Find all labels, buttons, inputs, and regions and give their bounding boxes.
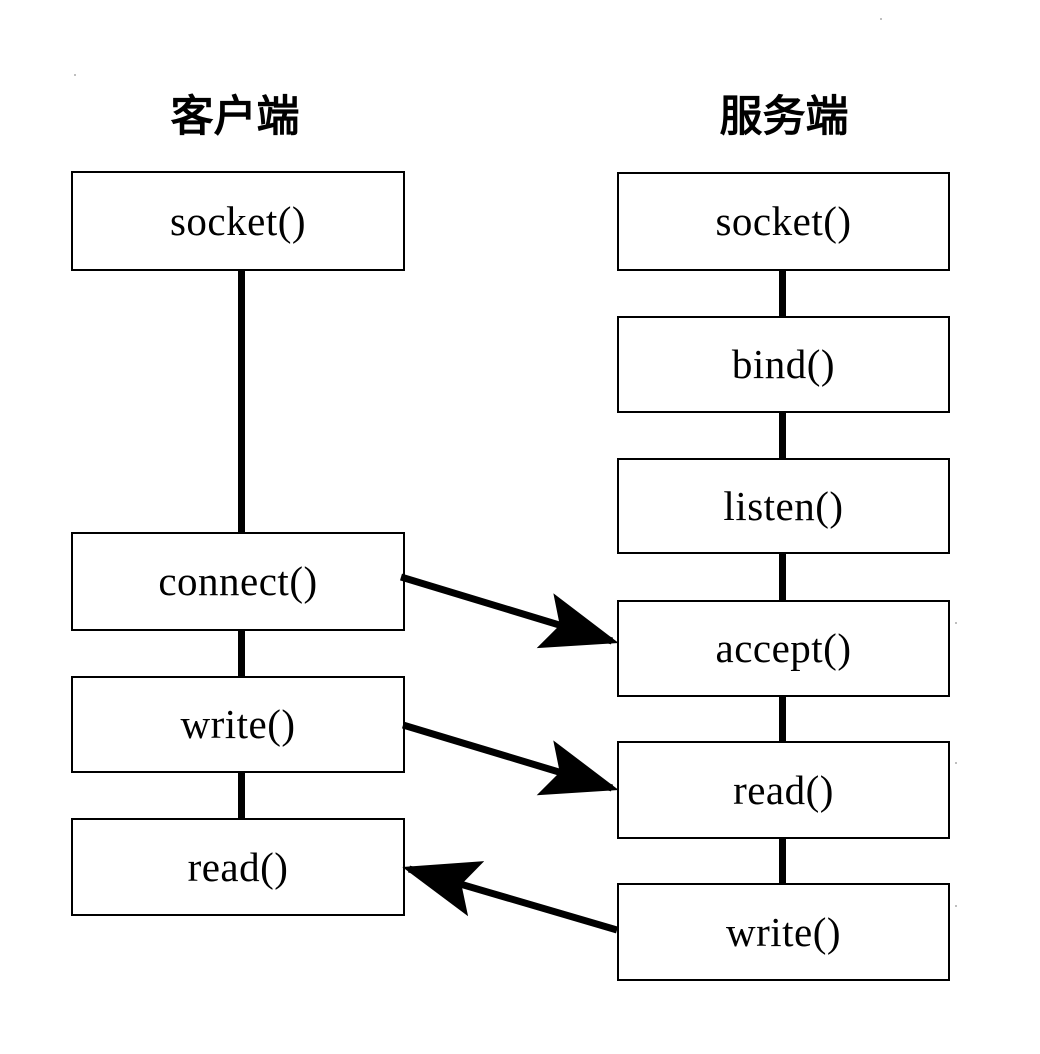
client-node-connect-label: connect() [158,558,318,604]
client-connector-write-read [238,771,245,820]
column-header-client: 客户端 [170,92,300,142]
client-node-socket[interactable]: socket() [71,171,405,271]
server-connector-bind-listen [779,411,786,460]
server-node-listen-label: listen() [723,482,844,529]
server-node-socket[interactable]: socket() [617,172,950,271]
server-connector-listen-accept [779,552,786,602]
client-node-socket-label: socket() [169,197,307,244]
server-node-write-label: write() [725,908,842,955]
server-connector-accept-read [779,695,786,743]
server-node-bind[interactable]: bind() [617,316,950,413]
scan-speck [955,762,957,764]
column-header-server: 服务端 [719,92,849,142]
server-connector-read-write [779,837,786,885]
server-node-listen[interactable]: listen() [617,458,950,554]
server-node-accept[interactable]: accept() [617,600,950,697]
client-node-read[interactable]: read() [71,818,405,916]
client-node-connect[interactable]: connect() [71,532,405,631]
scan-speck [74,74,76,76]
arrow-connect-to-accept [399,573,619,649]
client-node-read-label: read() [187,843,289,890]
client-connector-socket-connect [238,269,245,534]
client-connector-connect-write [238,629,245,678]
scan-speck [955,905,957,907]
scan-speck [955,622,957,624]
arrow-server-write-to-client-read [402,861,618,934]
client-node-write-label: write() [180,701,296,747]
server-node-read[interactable]: read() [617,741,950,839]
server-node-read-label: read() [733,766,834,813]
arrow-client-write-to-server-read [401,721,619,796]
server-connector-socket-bind [779,269,786,318]
server-node-write[interactable]: write() [617,883,950,981]
server-node-socket-label: socket() [715,198,852,244]
server-node-bind-label: bind() [731,341,836,387]
client-node-write[interactable]: write() [71,676,405,773]
server-node-accept-label: accept() [715,625,852,671]
scan-speck [880,18,882,20]
